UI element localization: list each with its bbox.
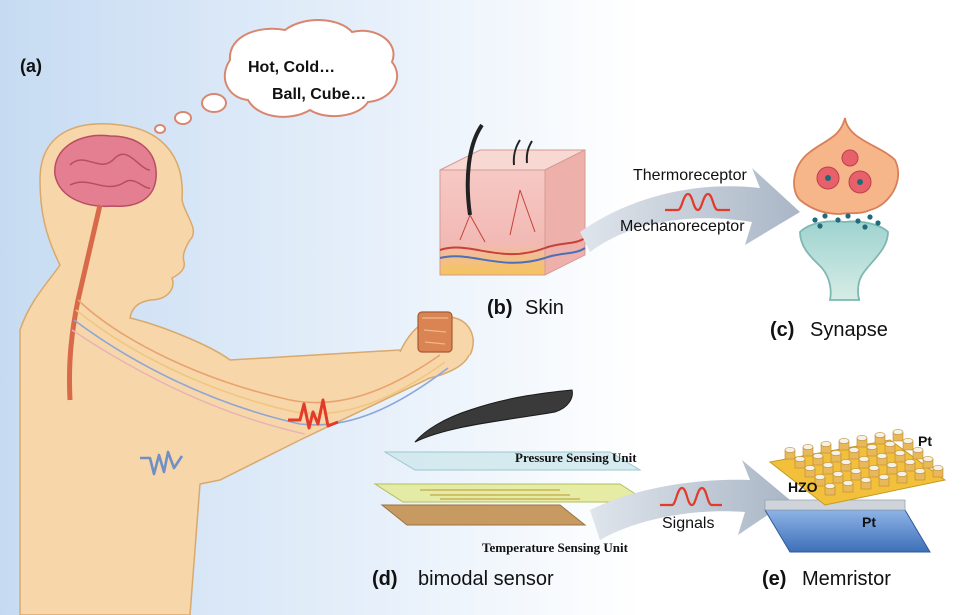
pt-pillar-top (933, 465, 943, 470)
pt-pillar-top (887, 462, 897, 467)
brain (55, 135, 156, 206)
pt-pillar-top (821, 441, 831, 446)
panel-b-letter: (b) (487, 297, 513, 319)
pt-pillar-top (867, 444, 877, 449)
pt-pillar-top (785, 447, 795, 452)
panel-e-label: Memristor (802, 568, 891, 590)
pt-pillar-top (905, 459, 915, 464)
pt-pillar-top (923, 456, 933, 461)
panel-e-letter: (e) (762, 568, 786, 590)
temperature-unit-label: Temperature Sensing Unit (482, 540, 629, 555)
thought-dot-small (155, 125, 165, 133)
thought-text-1: Hot, Cold… (248, 59, 335, 76)
arrow-label-thermoreceptor: Thermoreceptor (633, 167, 747, 184)
panel-c-label: Synapse (810, 319, 888, 341)
pt-pillar-top (857, 435, 867, 440)
pt-pillar-top (895, 450, 905, 455)
pt-pillar-top (803, 444, 813, 449)
pressure-unit-label: Pressure Sensing Unit (515, 450, 637, 465)
arrow-label-signals: Signals (662, 515, 714, 532)
panel-d-letter: (d) (372, 568, 398, 590)
pt-pillar-top (869, 465, 879, 470)
pt-pillar-top (897, 471, 907, 476)
pt-pillar-top (823, 462, 833, 467)
pt-pillar-top (839, 438, 849, 443)
pt-pillar-top (795, 456, 805, 461)
pt-pillar-top (843, 480, 853, 485)
pt-pillar-top (893, 429, 903, 434)
panel-d-label: bimodal sensor (418, 568, 554, 590)
panel-b-label: Skin (525, 297, 564, 319)
pt-pillar-top (915, 468, 925, 473)
panel-c-letter: (c) (770, 319, 794, 341)
pt-pillar-top (877, 453, 887, 458)
pt-pillar-top (875, 432, 885, 437)
thought-text-2: Ball, Cube… (272, 86, 366, 103)
hzo-label: HZO (788, 479, 818, 495)
pt-pillar-top (825, 483, 835, 488)
pt-pillar-top (879, 474, 889, 479)
pt-pillar-top (841, 459, 851, 464)
pt-pillar-top (885, 441, 895, 446)
pt-pillar-top (849, 447, 859, 452)
skin-front-face (440, 170, 545, 275)
pt-pillar-top (903, 438, 913, 443)
thought-dot-medium (175, 112, 191, 124)
bottom-electrode-label: Pt (862, 514, 876, 530)
panel-a-letter: (a) (20, 56, 42, 76)
pt-pillar-top (813, 453, 823, 458)
pt-pillar-top (833, 471, 843, 476)
arrow-label-mechanoreceptor: Mechanoreceptor (620, 218, 745, 235)
vesicle-core-1 (825, 175, 831, 181)
temperature-sensing-layer (382, 505, 585, 525)
pt-pillar-top (861, 477, 871, 482)
vesicle-core-2 (857, 179, 863, 185)
top-electrode-label: Pt (918, 433, 932, 449)
bottom-electrode-layer (765, 510, 930, 552)
vesicle-3 (842, 150, 858, 166)
pt-pillar-top (859, 456, 869, 461)
pt-pillar-top (851, 468, 861, 473)
pt-pillar-top (805, 465, 815, 470)
pt-pillar-top (831, 450, 841, 455)
thought-dot-large (202, 94, 226, 112)
